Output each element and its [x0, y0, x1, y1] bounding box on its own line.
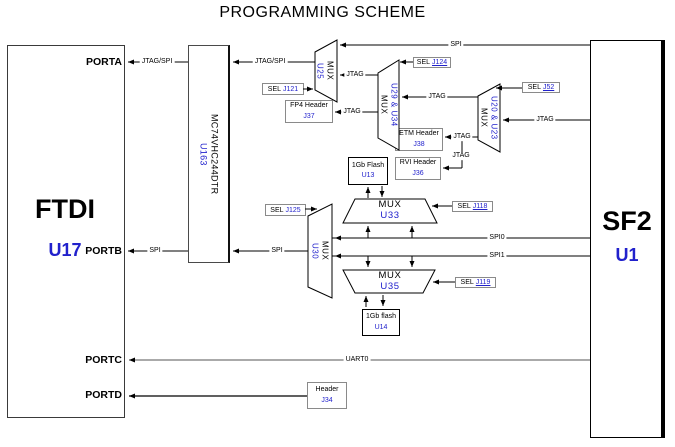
sel-j121-prefix: SEL — [267, 85, 282, 93]
wire-label-spi-portb: SPI — [147, 247, 163, 255]
ftdi-chip-box — [7, 45, 125, 418]
fp4-header-label: FP4 Header — [290, 102, 328, 110]
buffer-u16-ref: U163 — [198, 142, 209, 166]
wire-label-jtag-u29-u25: JTAG — [344, 71, 366, 79]
flash-u13-box: 1Gb Flash U13 — [348, 157, 388, 185]
mux-u35-label: MUX — [378, 270, 402, 282]
mux-u33-label: MUX — [378, 199, 402, 211]
wire-label-jtag-rvi: JTAG — [450, 152, 472, 160]
sel-j52-ref: J52 — [542, 84, 555, 91]
etm-header-box: ETM Header J38 — [395, 128, 443, 151]
fp4-header-box: FP4 Header J37 — [285, 100, 333, 123]
wire-label-uart0: UART0 — [343, 356, 371, 364]
mux-u20-u23-labels: MUX U20 & U23 — [479, 86, 499, 150]
flash-u13-label: 1Gb Flash — [351, 161, 385, 169]
wire-label-jtag-fp4: JTAG — [341, 108, 363, 116]
mux-u25-ref: U25 — [315, 62, 325, 80]
sel-j124-prefix: SEL — [416, 59, 431, 66]
sf2-ref: U1 — [615, 245, 639, 265]
mux-u20-u23-label: MUX — [479, 108, 489, 128]
mux-u35-labels: MUX U35 — [355, 270, 425, 292]
rvi-header-ref: J36 — [412, 169, 424, 177]
flash-u14-label: 1Gb flash — [366, 313, 396, 320]
etm-header-label: ETM Header — [399, 130, 439, 138]
flash-u13-ref: U13 — [361, 172, 375, 179]
mux-u30-label: MUX — [320, 241, 330, 261]
buffer-u16-part: MC74VHC244DTR — [209, 113, 220, 195]
mux-u20-u23-ref: U20 & U23 — [489, 96, 499, 140]
rvi-header-box: RVI Header J36 — [395, 157, 441, 180]
sel-j121-ref: J121 — [283, 85, 299, 93]
mux-u25-label: MUX — [325, 61, 335, 81]
ftdi-ref: U17 — [48, 240, 82, 260]
wire-label-spi1: SPI1 — [487, 252, 507, 260]
sel-j119-ref: J119 — [475, 279, 491, 286]
diagram-title: PROGRAMMING SCHEME — [219, 4, 426, 21]
mux-u35-ref: U35 — [380, 280, 400, 292]
flash-u14-ref: U14 — [374, 323, 388, 331]
mux-u33-labels: MUX U33 — [355, 199, 425, 221]
wire-label-jtag-spi-right: JTAG/SPI — [252, 58, 288, 66]
buffer-u16-labels: U163 MC74VHC244DTR — [190, 50, 228, 258]
mux-u25-labels: U25 MUX — [314, 44, 336, 98]
sel-j118-prefix: SEL — [457, 203, 471, 210]
mux-u30-labels: U30 MUX — [309, 208, 331, 294]
sel-j118-ref: J118 — [472, 203, 488, 210]
ftdi-porta-label: PORTA — [86, 56, 122, 68]
header-j34-ref: J34 — [321, 396, 333, 404]
wire-label-spi-u30-u16: SPI — [269, 247, 285, 255]
mux-u29-u34-labels: MUX U29 & U34 — [379, 62, 399, 148]
mux-u29-u34-ref: U29 & U34 — [389, 83, 399, 127]
ftdi-portc-label: PORTC — [85, 354, 122, 366]
ftdi-portd-label: PORTD — [85, 389, 122, 401]
sf2-name: SF2 — [602, 206, 652, 236]
sel-j119-prefix: SEL — [460, 279, 474, 286]
mux-u30-ref: U30 — [310, 242, 320, 260]
etm-header-ref: J38 — [413, 140, 425, 148]
wire-label-spi0: SPI0 — [487, 234, 507, 242]
wire-label-jtag-etm: JTAG — [451, 133, 473, 141]
flash-u14-box: 1Gb flash U14 — [362, 309, 400, 336]
rvi-header-label: RVI Header — [399, 159, 437, 167]
wire-label-spi-top: SPI — [448, 41, 464, 49]
sel-j125-ref: J125 — [285, 206, 301, 214]
buffer-u16-box — [188, 45, 230, 263]
mux-u33-ref: U33 — [380, 209, 400, 221]
sel-j52-prefix: SEL — [527, 84, 541, 91]
wire-label-jtag-spi-left: JTAG/SPI — [139, 58, 175, 66]
mux-u29-u34-label: MUX — [379, 95, 389, 115]
header-j34-box: Header J34 — [307, 382, 347, 409]
ftdi-name: FTDI — [35, 194, 95, 224]
sel-j125-prefix: SEL — [270, 206, 284, 214]
wire-label-jtag-u20-u29: JTAG — [426, 93, 448, 101]
sf2-chip-box — [590, 40, 665, 438]
fp4-header-ref: J37 — [303, 112, 315, 120]
ftdi-portb-label: PORTB — [85, 245, 122, 257]
header-j34-label: Header — [315, 386, 339, 394]
wire-label-jtag-sf2-u20: JTAG — [534, 116, 556, 124]
sel-j124-ref: J124 — [432, 59, 448, 66]
